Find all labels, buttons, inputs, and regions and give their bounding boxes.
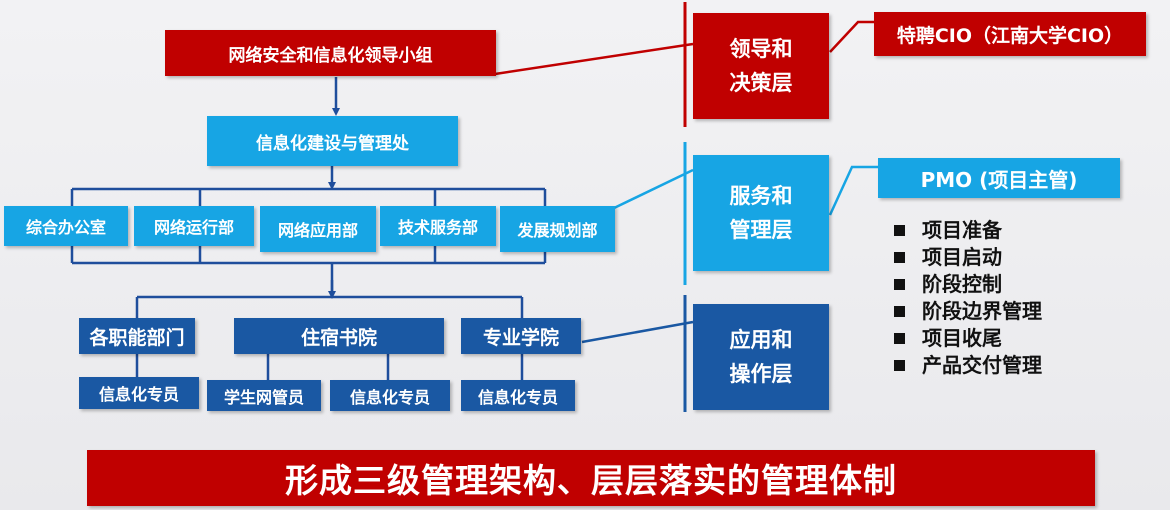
task-label: 阶段边界管理: [922, 299, 1042, 323]
staff-box: 信息化专员: [330, 380, 450, 411]
task-item: 项目收尾: [894, 325, 1042, 352]
task-label: 阶段控制: [922, 272, 1002, 296]
it-office-box: 信息化建设与管理处: [207, 116, 458, 166]
task-item: 产品交付管理: [894, 352, 1042, 379]
application-layer-box: 应用和 操作层: [693, 304, 829, 410]
staff-box: 学生网管员: [207, 380, 321, 411]
unit-box: 专业学院: [461, 318, 581, 354]
task-item: 项目启动: [894, 244, 1042, 271]
task-item: 阶段边界管理: [894, 298, 1042, 325]
department-box: 网络应用部: [260, 206, 376, 252]
leadership-group-box: 网络安全和信息化领导小组: [165, 30, 496, 76]
staff-box: 信息化专员: [79, 377, 199, 409]
department-box: 网络运行部: [134, 206, 254, 246]
square-bullet-icon: [894, 333, 905, 344]
department-box: 技术服务部: [380, 206, 496, 246]
task-label: 项目启动: [922, 245, 1002, 269]
service-layer-box: 服务和 管理层: [693, 155, 829, 271]
task-item: 阶段控制: [894, 271, 1042, 298]
decision-layer-box: 领导和 决策层: [693, 13, 829, 119]
square-bullet-icon: [894, 225, 905, 236]
square-bullet-icon: [894, 252, 905, 263]
task-label: 产品交付管理: [922, 353, 1042, 377]
pmo-task-list: 项目准备 项目启动 阶段控制 阶段边界管理 项目收尾 产品交付管理: [894, 217, 1042, 379]
cio-box: 特聘CIO（江南大学CIO）: [874, 12, 1146, 56]
staff-box: 信息化专员: [461, 380, 575, 411]
department-box: 发展规划部: [500, 206, 615, 252]
pmo-box: PMO (项目主管): [878, 158, 1120, 198]
summary-banner: 形成三级管理架构、层层落实的管理体制: [87, 450, 1095, 506]
task-item: 项目准备: [894, 217, 1042, 244]
unit-box: 各职能部门: [79, 318, 195, 354]
square-bullet-icon: [894, 306, 905, 317]
task-label: 项目收尾: [922, 326, 1002, 350]
square-bullet-icon: [894, 360, 905, 371]
task-label: 项目准备: [922, 218, 1002, 242]
department-box: 综合办公室: [4, 206, 128, 246]
square-bullet-icon: [894, 279, 905, 290]
unit-box: 住宿书院: [234, 318, 444, 354]
